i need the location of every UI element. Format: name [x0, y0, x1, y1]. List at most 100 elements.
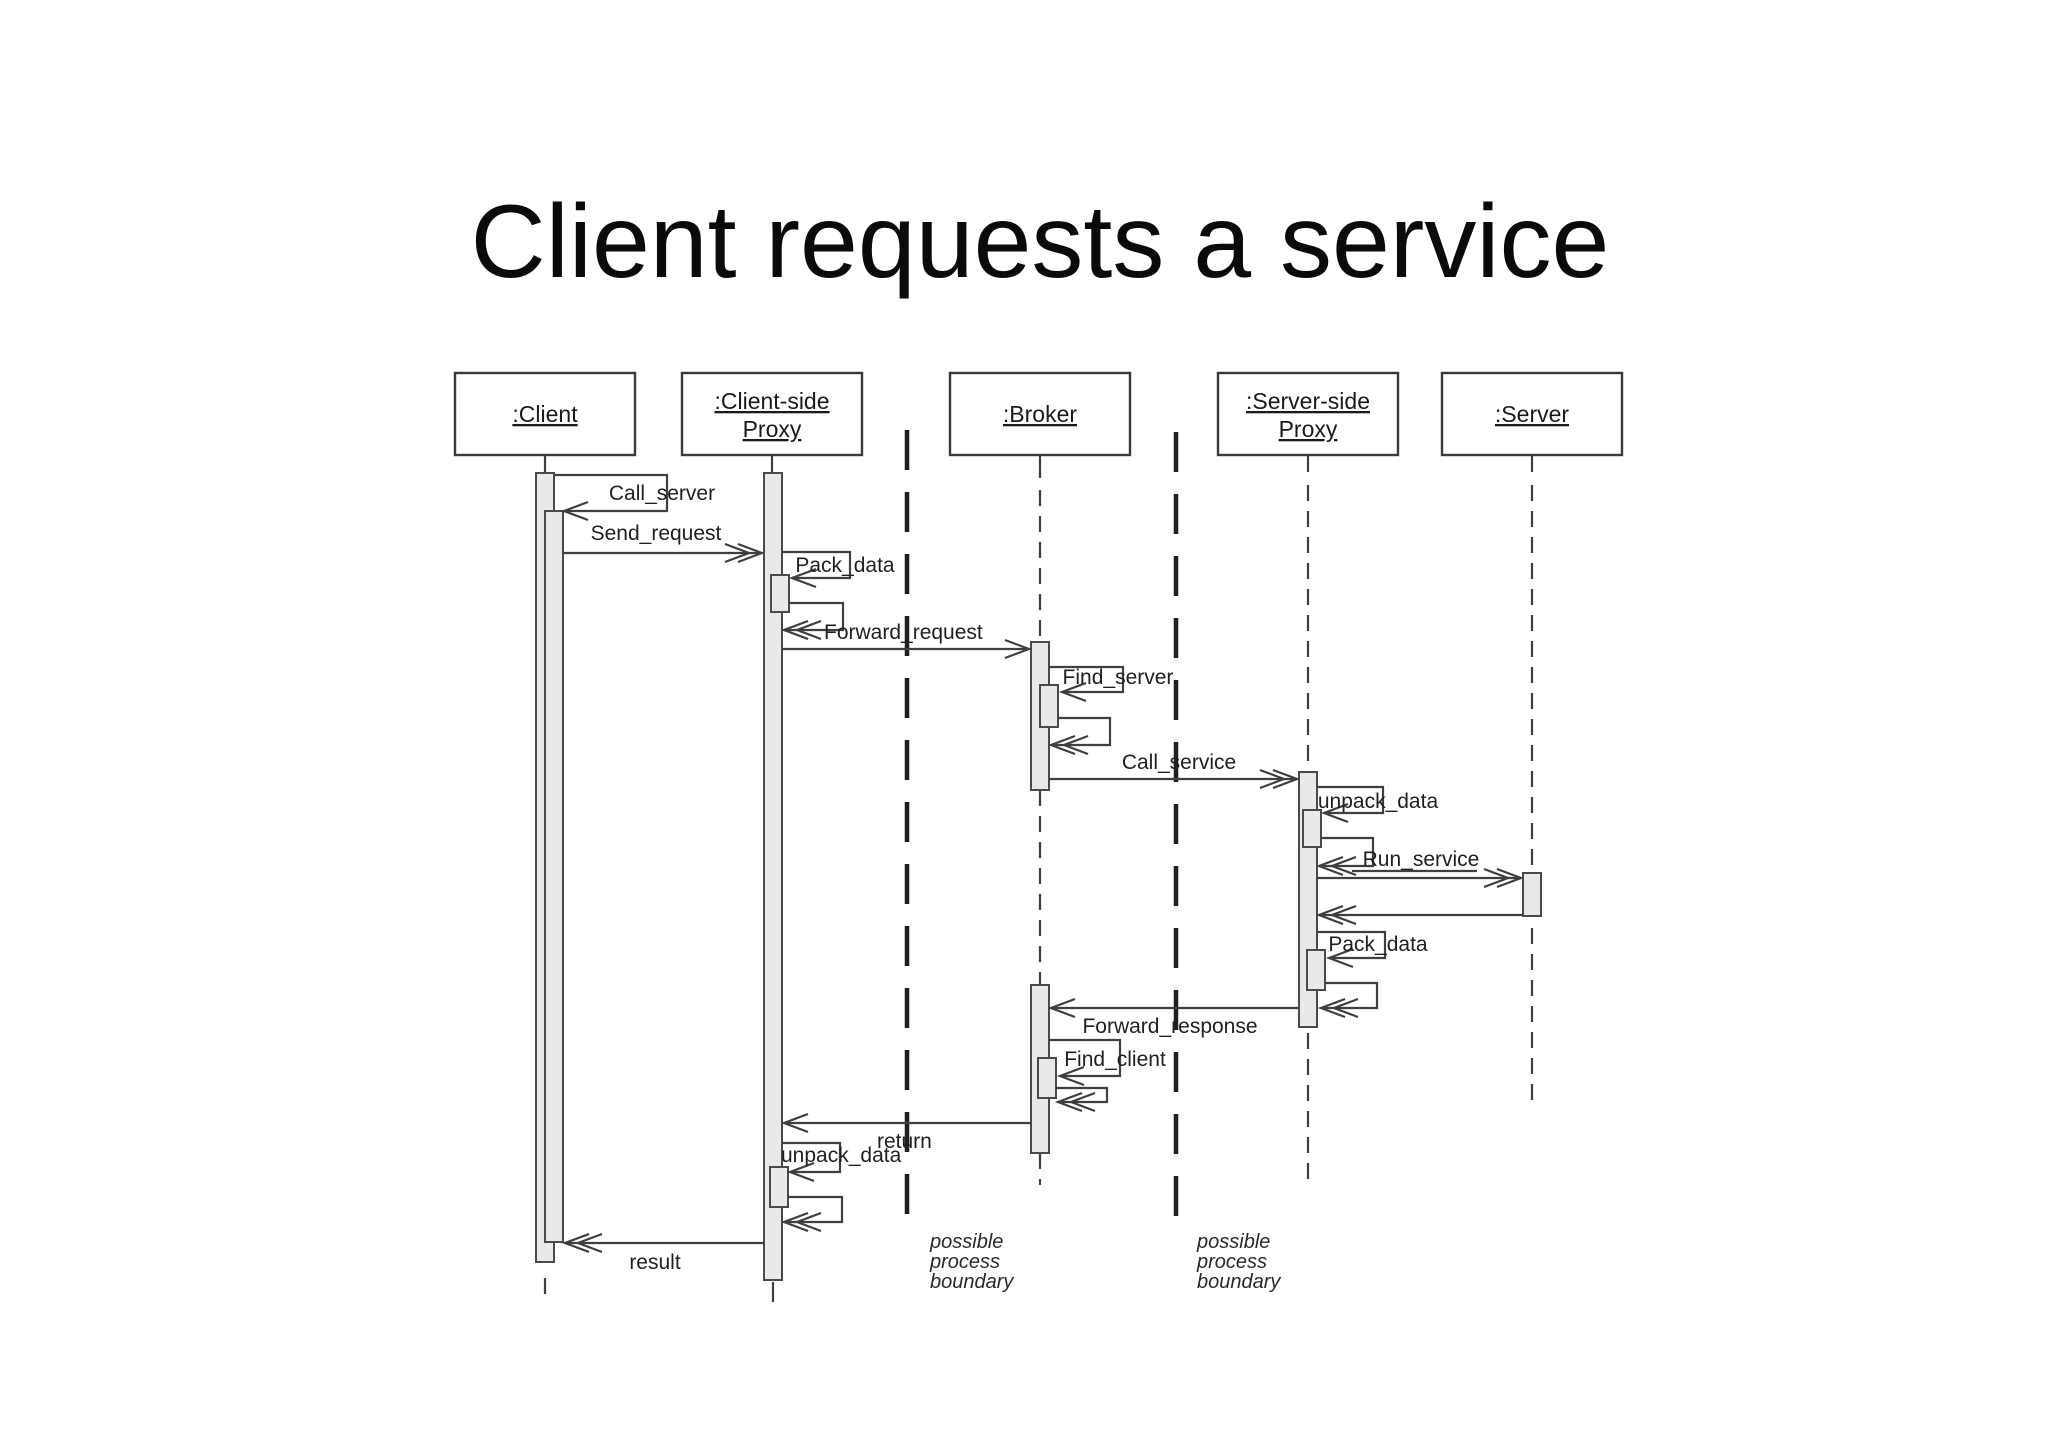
message-label: Pack_data	[795, 554, 895, 577]
note-line: process	[929, 1251, 1000, 1273]
participant-box-server	[1440, 371, 1624, 457]
note-line: process	[1196, 1251, 1267, 1273]
message-return-line	[1321, 836, 1375, 868]
participant-box-client	[453, 371, 637, 457]
activation-server	[1522, 872, 1542, 917]
message-return-line	[1323, 981, 1379, 1010]
arrowhead-icon	[1054, 1091, 1096, 1113]
message-find-server: Find_server	[1047, 665, 1174, 756]
arrowhead-icon	[1056, 1065, 1085, 1087]
lifeline-spines	[543, 453, 1534, 1302]
activation-client-side-proxy-main	[763, 472, 783, 1281]
process-boundary-note-1: possible process boundary	[929, 1231, 1014, 1293]
arrowhead-icon	[1325, 947, 1354, 969]
message-return: return	[780, 1112, 1031, 1153]
arrowhead-icon	[1047, 997, 1076, 1019]
page-title: Client requests a service	[471, 184, 1610, 300]
arrowhead-icon	[724, 542, 766, 564]
arrowhead-icon	[561, 1232, 603, 1254]
message-forward-response: Forward_response	[1047, 997, 1299, 1038]
message-label: Call_service	[1122, 751, 1236, 774]
participant-label-broker: :Broker	[1003, 401, 1077, 427]
arrowhead-icon	[1315, 904, 1357, 926]
message-run-service: Run_service	[1315, 848, 1525, 926]
participant-server-side-proxy: :Server-side Proxy	[1216, 371, 1400, 457]
message-unpack-data-ssp: unpack_data	[1315, 785, 1439, 877]
message-label: Forward_request	[824, 621, 983, 644]
activation-broker-find-server	[1039, 684, 1059, 728]
arrowhead-icon	[780, 619, 822, 641]
message-line	[1049, 665, 1125, 694]
note-line: boundary	[930, 1271, 1014, 1293]
participant-label-server-side-proxy-line1: :Server-side	[1246, 388, 1370, 414]
message-find-client: Find_client	[1049, 1038, 1166, 1113]
message-label: Call_server	[609, 482, 715, 505]
arrowhead-icon	[1483, 867, 1525, 889]
arrowhead-icon	[1058, 681, 1087, 703]
participant-broker: :Broker	[948, 371, 1132, 457]
arrowhead-icon	[1317, 997, 1359, 1019]
participant-client: :Client	[453, 371, 637, 457]
activation-client-nested	[544, 510, 564, 1243]
participant-server: :Server	[1440, 371, 1624, 457]
message-label: unpack_data	[781, 1144, 902, 1167]
message-return-line	[786, 601, 845, 632]
message-line	[1317, 930, 1387, 960]
arrowhead-icon	[1004, 638, 1033, 660]
message-call-server: Call_server	[554, 473, 715, 522]
activation-proxy-unpack-data	[769, 1166, 789, 1208]
message-label: return	[877, 1130, 932, 1153]
participant-label-server: :Server	[1495, 401, 1569, 427]
message-result: result	[561, 1232, 764, 1274]
participant-box-client-side-proxy	[680, 371, 864, 457]
participant-label-client-side-proxy-line1: :Client-side	[714, 388, 829, 414]
activation-broker-find-client	[1037, 1057, 1057, 1099]
note-line: possible	[929, 1231, 1003, 1253]
arrowhead-icon	[780, 1211, 822, 1233]
message-label: result	[629, 1251, 681, 1274]
participant-client-side-proxy: :Client-side Proxy	[680, 371, 864, 457]
arrowhead-icon	[560, 500, 589, 522]
message-label: Find_client	[1064, 1048, 1166, 1071]
participant-label-client-side-proxy-line2: Proxy	[743, 416, 802, 442]
note-line: possible	[1196, 1231, 1270, 1253]
participant-label-client: :Client	[512, 401, 578, 427]
message-line	[782, 1141, 842, 1174]
activation-ssp-unpack-data	[1302, 809, 1322, 848]
message-label: Pack_data	[1328, 933, 1428, 956]
participant-headers: :Client :Client-side Proxy :Broker :Serv…	[453, 371, 1624, 457]
message-line	[782, 550, 852, 580]
message-send-request: Send_request	[563, 522, 766, 564]
process-boundary-note-2: possible process boundary	[1196, 1231, 1281, 1293]
message-call-service: Call_service	[1049, 751, 1301, 790]
messages: Call_server Send_request Pack_data Forwa…	[554, 473, 1525, 1274]
arrowhead-icon	[1315, 855, 1357, 877]
message-line	[554, 473, 669, 513]
message-return-line	[786, 1195, 844, 1224]
participant-label-server-side-proxy-line2: Proxy	[1279, 416, 1338, 442]
message-return-line	[1053, 716, 1112, 747]
arrowhead-icon	[1320, 802, 1349, 824]
arrowhead-icon	[1259, 768, 1301, 790]
arrowhead-icon	[786, 1161, 815, 1183]
message-label: Send_request	[591, 522, 722, 545]
message-forward-request: Forward_request	[782, 621, 1033, 660]
activation-bars	[535, 472, 1542, 1281]
arrowhead-icon	[1047, 734, 1089, 756]
message-label: Forward_response	[1082, 1015, 1257, 1038]
participant-box-broker	[948, 371, 1132, 457]
message-pack-data-proxy: Pack_data	[780, 550, 895, 641]
activation-proxy-pack-data	[770, 574, 790, 613]
message-label: unpack_data	[1318, 790, 1439, 813]
message-label: Find_server	[1063, 666, 1174, 689]
arrowhead-icon	[788, 567, 817, 589]
message-pack-data-ssp: Pack_data	[1317, 930, 1428, 1019]
activation-ssp-pack-data	[1306, 949, 1326, 991]
arrowhead-icon	[780, 1112, 809, 1134]
message-label: Run_service	[1363, 848, 1480, 871]
participant-box-server-side-proxy	[1216, 371, 1400, 457]
message-line	[1317, 785, 1385, 815]
message-unpack-data-proxy: unpack_data	[780, 1141, 902, 1233]
